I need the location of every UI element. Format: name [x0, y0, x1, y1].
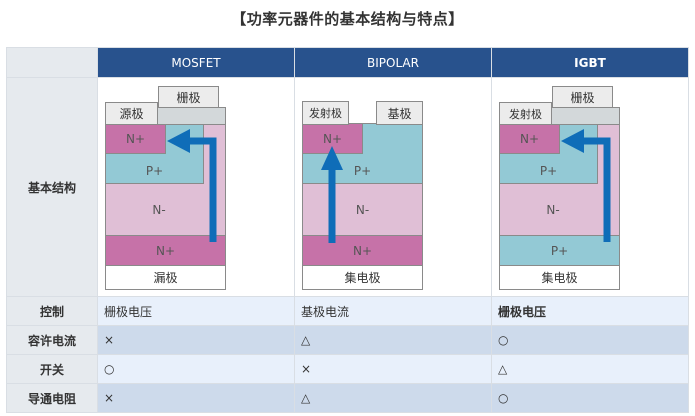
switching-mosfet: ○ — [97, 354, 295, 384]
igbt-diagram-cell: P+ N+ N- P+ 集电极 发射极 栅极 — [491, 77, 689, 297]
mosfet-source-terminal: 源极 — [105, 102, 158, 125]
bipolar-structure-diagram: P+ N+ N- N+ 集电极 发射极 基极 — [302, 78, 424, 296]
bipolar-emitter-terminal: 发射极 — [302, 101, 349, 125]
row-label-switching: 开关 — [6, 354, 98, 384]
mosfet-current-arrow-icon — [167, 129, 217, 242]
bipolar-n-minus-layer: N- — [302, 183, 423, 236]
on-resistance-bipolar: △ — [294, 383, 492, 413]
header-mosfet: MOSFET — [97, 47, 295, 78]
header-bipolar: BIPOLAR — [294, 47, 492, 78]
allowable-current-mosfet: × — [97, 325, 295, 355]
bipolar-current-arrow-icon — [321, 146, 343, 243]
mosfet-gate-terminal: 栅极 — [158, 86, 219, 108]
row-label-control: 控制 — [6, 296, 98, 326]
page-title: 【功率元器件的基本结构与特点】 — [231, 10, 464, 28]
igbt-collector-terminal: 集电极 — [499, 265, 620, 290]
switching-igbt: △ — [491, 354, 689, 384]
switching-bipolar: × — [294, 354, 492, 384]
on-resistance-igbt: ○ — [491, 383, 689, 413]
allowable-current-igbt: ○ — [491, 325, 689, 355]
control-igbt: 栅极电压 — [491, 296, 689, 326]
mosfet-structure-diagram: P+ N+ N- N+ 漏极 源极 栅极 — [105, 78, 227, 296]
igbt-structure-diagram: P+ N+ N- P+ 集电极 发射极 栅极 — [499, 78, 621, 296]
igbt-n-plus-top-layer: N+ — [499, 123, 560, 154]
bipolar-diagram-cell: P+ N+ N- N+ 集电极 发射极 基极 — [294, 77, 492, 297]
table-row-control: 控制 栅极电压 基极电流 栅极电压 — [6, 296, 689, 326]
row-label-allowable-current: 容许电流 — [6, 325, 98, 355]
mosfet-n-minus-label: N- — [152, 203, 166, 217]
igbt-p-plus-bottom-layer: P+ — [499, 235, 620, 266]
igbt-gate-terminal: 栅极 — [552, 86, 613, 108]
header-corner — [6, 47, 98, 78]
bipolar-collector-terminal: 集电极 — [302, 265, 423, 290]
header-igbt: IGBT — [491, 47, 689, 78]
igbt-current-arrow-icon — [561, 129, 611, 242]
control-bipolar: 基极电流 — [294, 296, 492, 326]
igbt-n-minus-label: N- — [546, 203, 560, 217]
mosfet-drain-terminal: 漏极 — [105, 265, 226, 290]
igbt-emitter-terminal: 发射极 — [499, 102, 552, 125]
table-row-on-resistance: 导通电阻 × △ ○ — [6, 383, 689, 413]
table-header-row: MOSFET BIPOLAR IGBT — [6, 47, 689, 78]
table-row-switching: 开关 ○ × △ — [6, 354, 689, 384]
bipolar-base-terminal: 基极 — [376, 101, 423, 125]
structure-row: 基本结构 P+ N+ N- N+ 漏极 源极 栅极 P+ — [6, 77, 689, 297]
table-row-allowable-current: 容许电流 × △ ○ — [6, 325, 689, 355]
row-label-on-resistance: 导通电阻 — [6, 383, 98, 413]
control-mosfet: 栅极电压 — [97, 296, 295, 326]
mosfet-diagram-cell: P+ N+ N- N+ 漏极 源极 栅极 — [97, 77, 295, 297]
comparison-table: MOSFET BIPOLAR IGBT 基本结构 P+ N+ N- N+ 漏极 … — [6, 47, 689, 413]
allowable-current-bipolar: △ — [294, 325, 492, 355]
on-resistance-mosfet: × — [97, 383, 295, 413]
row-label-structure: 基本结构 — [6, 77, 98, 297]
